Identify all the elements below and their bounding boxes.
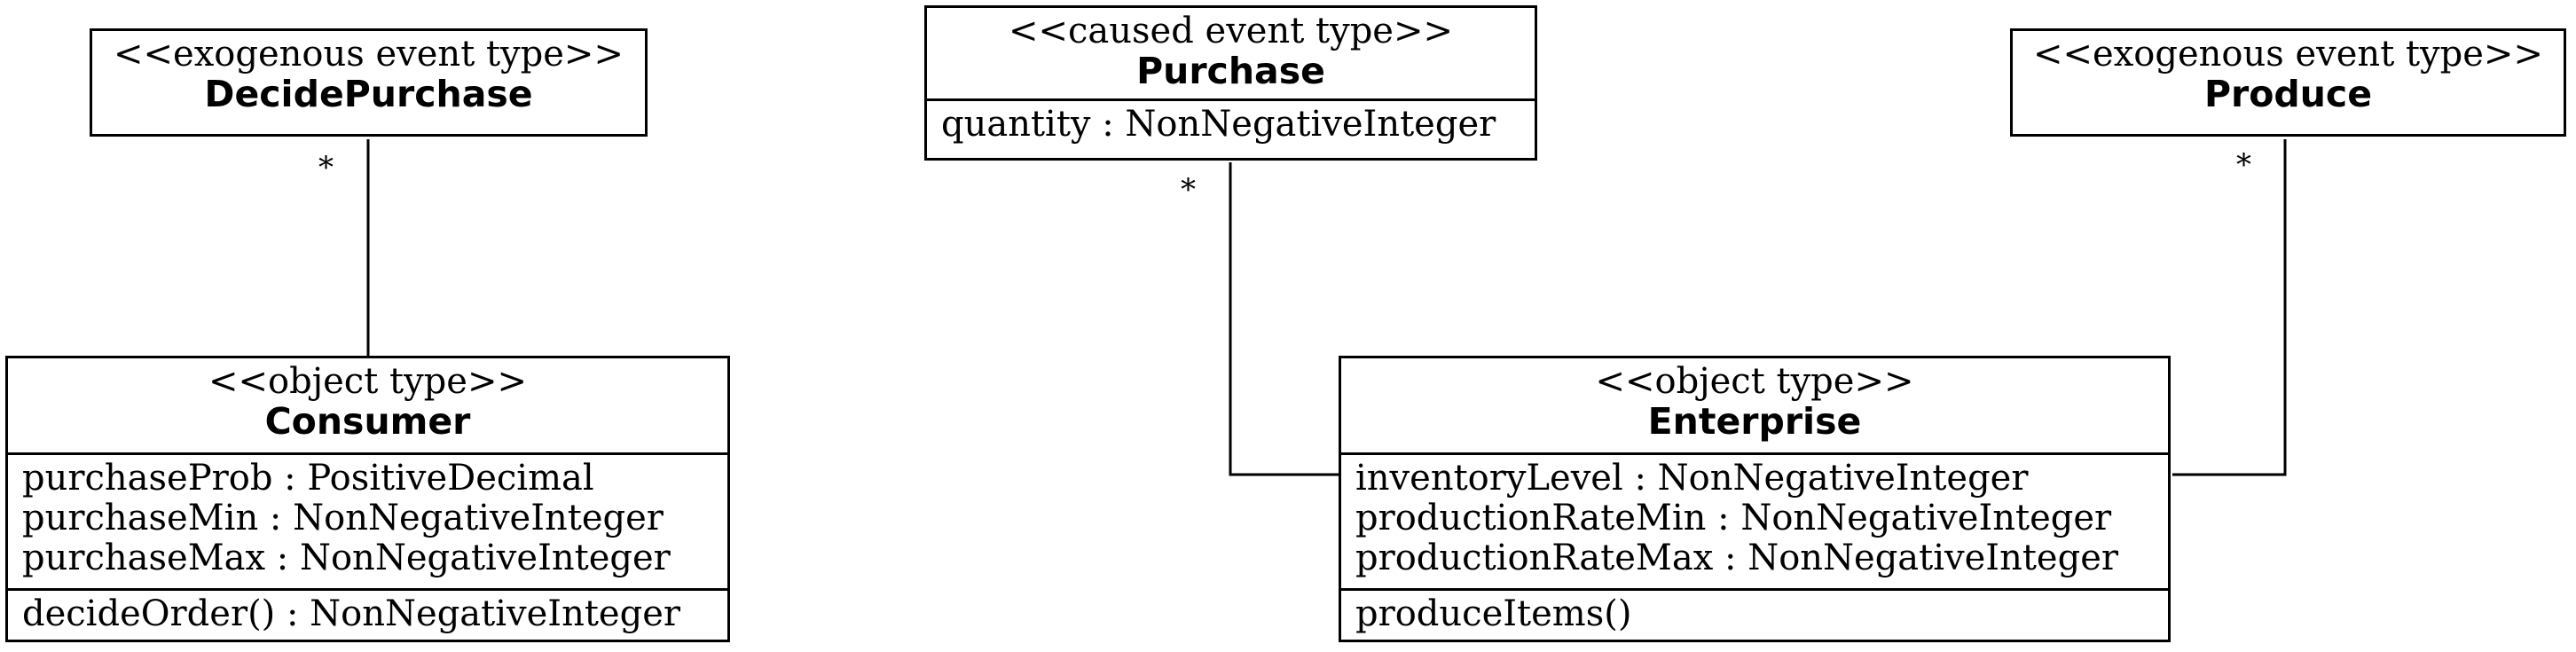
class-header: <<object type>> Consumer — [8, 358, 727, 452]
class-header: <<object type>> Enterprise — [1341, 358, 2168, 452]
class-purchase[interactable]: <<caused event type>> Purchase quantity … — [924, 5, 1537, 161]
class-header: <<caused event type>> Purchase — [927, 8, 1535, 98]
class-name: Produce — [2203, 73, 2373, 115]
operation: decideOrder() : NonNegativeInteger — [22, 593, 680, 634]
stereotype-label: <<exogenous event type>> — [2033, 34, 2543, 75]
attribute: quantity : NonNegativeInteger — [941, 104, 1496, 145]
class-decidepurchase[interactable]: <<exogenous event type>> DecidePurchase — [90, 28, 648, 137]
multiplicity-decidepurchase: * — [318, 150, 334, 185]
attribute: productionRateMax : NonNegativeInteger — [1355, 538, 2118, 578]
attribute: productionRateMin : NonNegativeInteger — [1355, 498, 2112, 538]
stereotype-label: <<object type>> — [1595, 361, 1914, 402]
class-name: DecidePurchase — [204, 73, 533, 115]
class-name: Consumer — [264, 400, 471, 443]
attributes-compartment: quantity : NonNegativeInteger — [927, 98, 1535, 150]
multiplicity-purchase: * — [1181, 172, 1196, 208]
operations-compartment: decideOrder() : NonNegativeInteger — [8, 588, 727, 640]
class-produce[interactable]: <<exogenous event type>> Produce — [2010, 28, 2566, 137]
attribute: inventoryLevel : NonNegativeInteger — [1355, 458, 2029, 499]
association-purchase-enterprise — [1229, 162, 1340, 476]
attribute: purchaseProb : PositiveDecimal — [22, 458, 594, 499]
stereotype-label: <<object type>> — [208, 361, 527, 402]
class-name: Purchase — [1136, 50, 1325, 92]
multiplicity-produce: * — [2236, 147, 2251, 183]
class-header: <<exogenous event type>> DecidePurchase — [92, 31, 645, 114]
class-name: Enterprise — [1647, 400, 1862, 443]
attribute: purchaseMax : NonNegativeInteger — [22, 538, 671, 578]
class-consumer[interactable]: <<object type>> Consumer purchaseProb : … — [5, 356, 730, 642]
attribute: purchaseMin : NonNegativeInteger — [22, 498, 664, 538]
stereotype-label: <<caused event type>> — [1008, 11, 1454, 51]
attributes-compartment: inventoryLevel : NonNegativeInteger prod… — [1341, 452, 2168, 588]
attributes-compartment: purchaseProb : PositiveDecimal purchaseM… — [8, 452, 727, 588]
class-enterprise[interactable]: <<object type>> Enterprise inventoryLeve… — [1339, 356, 2171, 642]
stereotype-label: <<exogenous event type>> — [114, 34, 624, 75]
operation: produceItems() — [1355, 593, 1632, 634]
association-produce-enterprise — [2172, 139, 2287, 476]
operations-compartment: produceItems() — [1341, 588, 2168, 640]
class-header: <<exogenous event type>> Produce — [2013, 31, 2564, 114]
